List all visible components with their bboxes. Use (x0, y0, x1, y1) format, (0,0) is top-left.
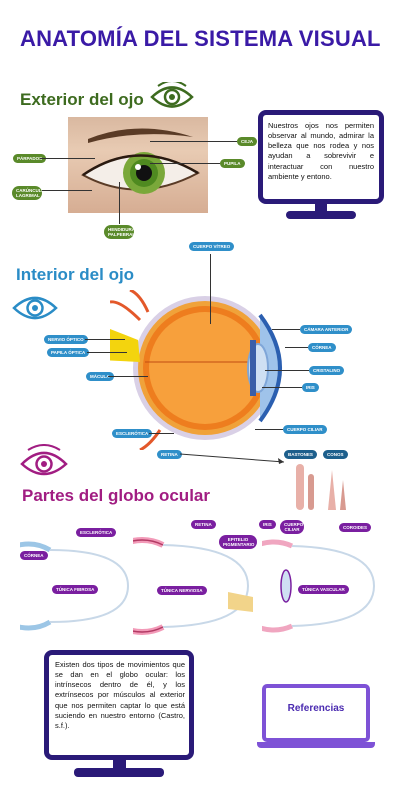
label-caruncula: CARÚNCULA LAGRIMAL (12, 186, 45, 201)
label-retina: RETINA (157, 450, 182, 460)
tunica-nerviosa-diagram (133, 537, 253, 635)
eye-exterior-photo (68, 117, 208, 213)
pointer-line (119, 182, 120, 224)
eye-icon (12, 296, 58, 320)
label-conos: CONOS (323, 450, 348, 460)
arrow-to-cells (180, 453, 285, 464)
monitor-base (74, 768, 164, 777)
monitor-frame (258, 110, 384, 204)
pointer-line (108, 376, 148, 377)
pointer-line (272, 329, 300, 330)
label-cristalino: CRISTALINO (309, 366, 345, 376)
label-tunica-nerviosa: TÚNICA NERVIOSA (157, 586, 207, 596)
label-cuerpo-ciliar: CUERPO CILIAR (280, 520, 304, 535)
label-coroides: COROIDES (339, 523, 372, 533)
rods-cones-illustration (296, 464, 346, 510)
pointer-line (85, 339, 125, 340)
label-bastones: BASTONES (284, 450, 317, 460)
label-parpados: PÁRPADOS (13, 154, 47, 164)
label-tunica-fibrosa: TÚNICA FIBROSA (52, 585, 99, 595)
label-ceja: CEJA (237, 137, 258, 147)
label-macula: MÁCULA (86, 372, 114, 382)
laptop-base (257, 742, 375, 748)
references-button[interactable] (262, 684, 370, 742)
label-pupila: PUPILA (220, 159, 245, 169)
parts-info-text: Existen dos tipos de movimientos que se … (55, 660, 185, 730)
pointer-line (150, 163, 220, 164)
label-hendidura: HENDIDURA PALPEBRAL (104, 225, 135, 240)
pointer-line (87, 352, 127, 353)
eye-icon (20, 444, 68, 476)
monitor-stand (113, 760, 126, 770)
label-retina: RETINA (191, 520, 216, 530)
pointer-line (285, 347, 308, 348)
pointer-line (40, 158, 95, 159)
interior-heading: Interior del ojo (16, 265, 135, 284)
tunica-fibrosa-diagram (20, 541, 130, 631)
references-label: Referencias (287, 703, 345, 714)
exterior-heading: Exterior del ojo (20, 90, 144, 109)
label-esclerotica: ESCLERÓTICA (76, 528, 117, 538)
pointer-line (262, 387, 302, 388)
pointer-line (255, 429, 283, 430)
parts-heading: Partes del globo ocular (22, 486, 210, 505)
label-iris: IRIS (259, 520, 276, 530)
label-esclerotica: ESCLERÓTICA (112, 429, 153, 439)
monitor-frame (44, 650, 194, 760)
label-camara-anterior: CÁMARA ANTERIOR (300, 325, 353, 335)
eye-cross-section-diagram (110, 290, 282, 450)
label-cuerpo-vitreo: CUERPO VÍTREO (189, 242, 235, 252)
label-papila-optica: PAPILA ÓPTICA (47, 348, 90, 358)
pointer-line (210, 254, 211, 324)
monitor-stand (315, 204, 327, 213)
label-cuerpo-ciliar: CUERPO CILIAR (283, 425, 327, 435)
label-tunica-vascular: TÚNICA VASCULAR (298, 585, 349, 595)
eye-icon (150, 82, 194, 108)
label-cornea: CÓRNEA (308, 343, 336, 353)
page-title: ANATOMÍA DEL SISTEMA VISUAL (20, 26, 381, 51)
exterior-info-text: Nuestros ojos nos permiten observar al m… (268, 121, 374, 181)
tunica-vascular-diagram (262, 539, 376, 633)
label-cornea: CÓRNEA (20, 551, 48, 561)
monitor-base (286, 211, 356, 219)
pointer-line (150, 141, 237, 142)
label-epitelio: EPITELIO PIGMENTARIO (219, 535, 257, 550)
label-nervio-optico: NERVIO ÓPTICO (44, 335, 88, 345)
pointer-line (42, 190, 92, 191)
pointer-line (149, 433, 174, 434)
label-iris: IRIS (302, 383, 319, 393)
pointer-line (265, 370, 309, 371)
